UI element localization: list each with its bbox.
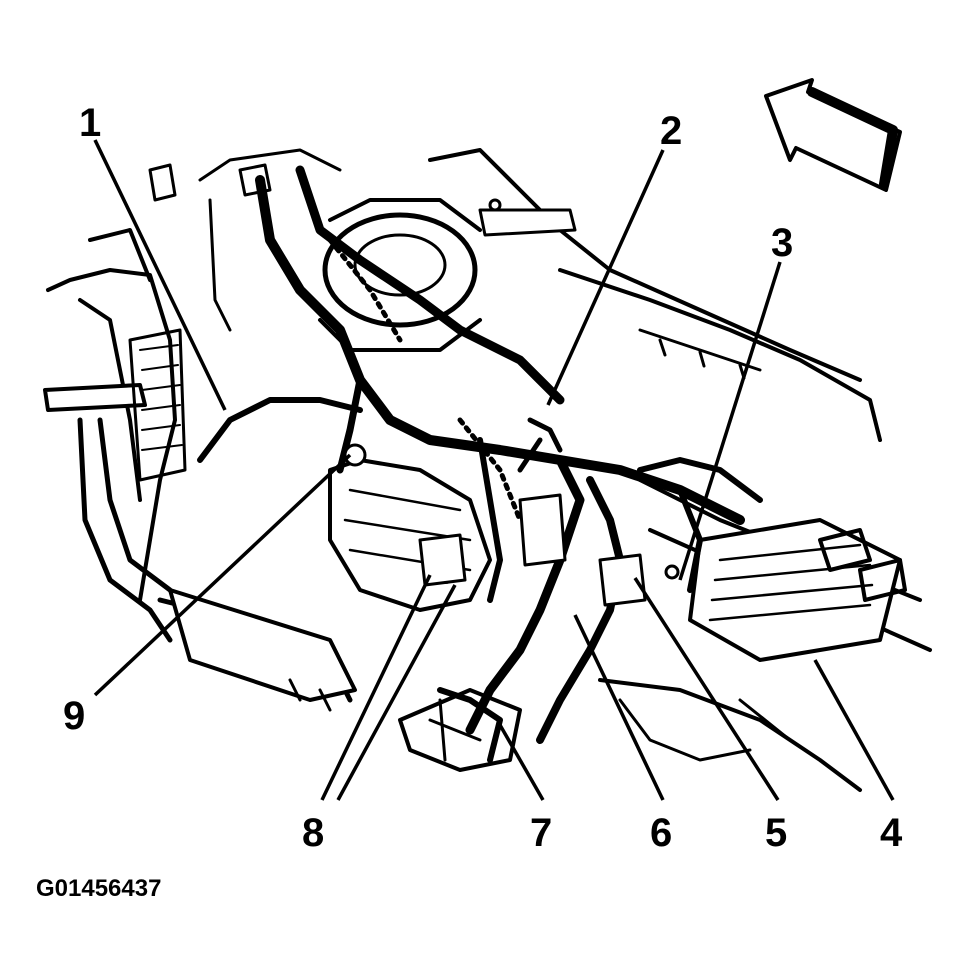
leader-line-9 [93, 453, 352, 697]
leader-line-4 [813, 659, 895, 801]
leader-line-8b [336, 584, 457, 801]
forward-arrow-icon [764, 78, 902, 192]
vehicle-structure [43, 148, 932, 792]
callout-2: 2 [660, 109, 682, 153]
callout-labels: 1 2 3 4 5 6 7 8 9 [63, 101, 903, 855]
callout-4: 4 [880, 811, 903, 855]
callout-8: 8 [302, 811, 324, 855]
wiring-harness [197, 165, 763, 763]
leader-lines [93, 139, 895, 801]
leader-line-2 [546, 149, 665, 406]
callout-9: 9 [63, 694, 85, 738]
leader-line-1 [93, 139, 227, 411]
figure-id: G01456437 [36, 875, 161, 902]
callout-5: 5 [765, 811, 787, 855]
callout-7: 7 [530, 811, 552, 855]
leader-line-6 [573, 614, 665, 801]
callout-6: 6 [650, 811, 672, 855]
leader-line-8a [320, 574, 432, 801]
callout-3: 3 [771, 221, 793, 265]
callout-1: 1 [79, 101, 101, 145]
leader-line-3 [678, 261, 782, 581]
leader-line-7 [498, 724, 545, 801]
leader-line-5 [633, 577, 780, 801]
